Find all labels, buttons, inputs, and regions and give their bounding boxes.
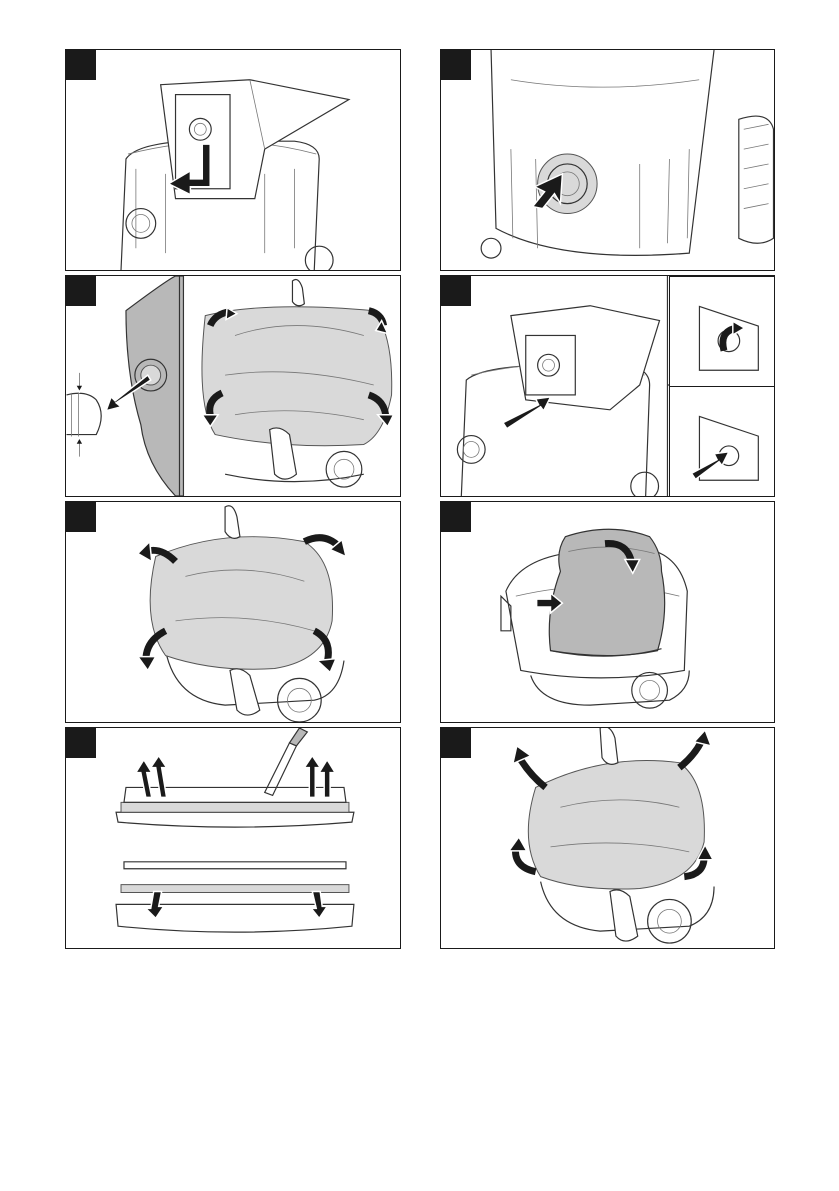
figure-number-tab: [441, 728, 471, 758]
figure-insert-bag-detail: [440, 275, 775, 497]
figure-number-tab: [66, 502, 96, 532]
figure-remove-plastic-bag: [65, 501, 401, 723]
install-filter-illustration: [441, 502, 774, 722]
figure-number-tab: [441, 276, 471, 306]
fit-liner-illustration: [66, 276, 400, 496]
remove-bag-illustration: [66, 502, 400, 722]
figure-attach-hose-connector: [440, 49, 775, 271]
figure-number-tab: [66, 728, 96, 758]
figure-replace-floor-nozzle-strips: [65, 727, 401, 949]
remove-liner-illustration: [441, 728, 774, 948]
figure-number-tab: [66, 276, 96, 306]
hose-connector-illustration: [441, 50, 774, 270]
floor-nozzle-illustration: [66, 728, 400, 948]
detail-inset-bottom: [669, 386, 775, 497]
figure-install-filter-bag: [440, 501, 775, 723]
figure-insert-paper-bag: [65, 49, 401, 271]
figure-remove-liner: [440, 727, 775, 949]
detail-inset-top: [669, 276, 775, 387]
figure-number-tab: [441, 50, 471, 80]
figure-number-tab: [66, 50, 96, 80]
insert-paper-bag-illustration: [66, 50, 400, 270]
figure-number-tab: [441, 502, 471, 532]
figure-fit-plastic-liner: [65, 275, 401, 497]
